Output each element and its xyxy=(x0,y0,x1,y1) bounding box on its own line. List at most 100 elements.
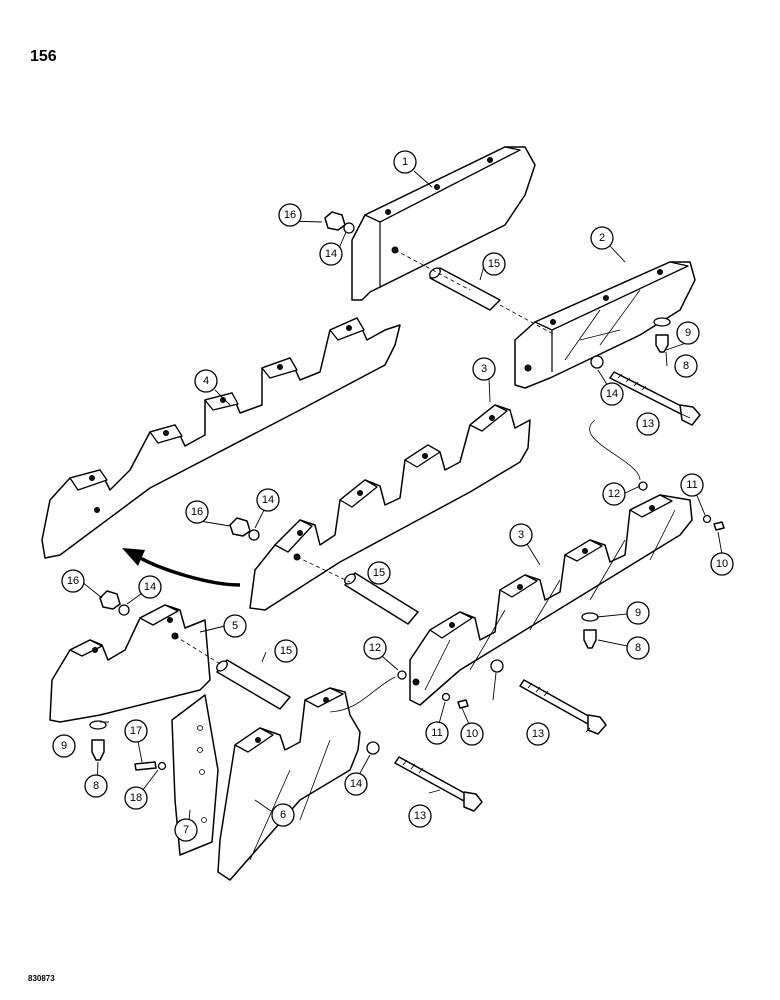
callout-2: 2 xyxy=(590,226,614,250)
svg-text:14: 14 xyxy=(606,388,618,400)
hardware-10-11-12 xyxy=(134,481,725,771)
pin-15-lower xyxy=(216,659,291,710)
bolt-13-upper xyxy=(609,371,701,426)
callout-13-upper: 13 xyxy=(636,412,660,436)
callout-9-left: 9 xyxy=(52,734,76,758)
svg-text:13: 13 xyxy=(532,728,544,740)
direction-arrow xyxy=(122,548,241,587)
callout-17: 17 xyxy=(124,719,148,743)
callout-14-left: 14 xyxy=(138,575,162,599)
svg-text:12: 12 xyxy=(369,642,381,654)
nut-16-upper xyxy=(324,211,355,234)
svg-text:11: 11 xyxy=(431,727,442,739)
callout-15-middle: 15 xyxy=(367,561,391,585)
callout-15-upper: 15 xyxy=(482,252,506,276)
callout-8-upper: 8 xyxy=(674,354,698,378)
svg-text:4: 4 xyxy=(203,375,209,387)
callout-12-lower: 12 xyxy=(363,636,387,660)
callout-14-top: 14 xyxy=(319,242,343,266)
part-4-stepped-bar xyxy=(41,317,401,559)
callout-7: 7 xyxy=(174,818,198,842)
svg-text:12: 12 xyxy=(608,488,620,500)
part-6-truss-bar xyxy=(217,687,361,881)
bolt-13-middle xyxy=(519,679,607,735)
callout-3-lower: 3 xyxy=(509,523,533,547)
callout-8-left: 8 xyxy=(84,774,108,798)
callout-12-right: 12 xyxy=(602,482,626,506)
callout-4: 4 xyxy=(194,369,218,393)
part-5-short-bar xyxy=(49,604,211,723)
figure-code: 830873 xyxy=(28,974,55,983)
callout-6: 6 xyxy=(271,803,295,827)
svg-text:2: 2 xyxy=(599,232,605,244)
callout-16-middle: 16 xyxy=(185,500,209,524)
callout-15-lower: 15 xyxy=(274,639,298,663)
part-1-bar xyxy=(351,146,536,301)
assembly-lines xyxy=(174,249,641,713)
callout-9-upper: 9 xyxy=(676,321,700,345)
callout-10-right: 10 xyxy=(710,552,734,576)
svg-text:17: 17 xyxy=(130,725,142,737)
svg-text:3: 3 xyxy=(518,529,524,541)
svg-text:1: 1 xyxy=(402,156,408,168)
svg-text:9: 9 xyxy=(61,740,67,752)
callout-1: 1 xyxy=(393,150,417,174)
svg-text:11: 11 xyxy=(686,479,697,491)
svg-text:18: 18 xyxy=(130,792,142,804)
pin-15-middle xyxy=(344,572,419,625)
callout-11-right: 11 xyxy=(680,473,704,497)
svg-text:10: 10 xyxy=(466,728,478,740)
svg-text:15: 15 xyxy=(373,567,385,579)
callout-10-lower: 10 xyxy=(460,722,484,746)
callout-14-right: 14 xyxy=(600,382,624,406)
nut-16-lower xyxy=(99,590,130,616)
bolt-13-lower xyxy=(394,756,483,812)
page-number: 156 xyxy=(30,48,57,65)
svg-text:8: 8 xyxy=(93,780,99,792)
leader-lines xyxy=(81,170,724,822)
svg-text:8: 8 xyxy=(683,360,689,372)
callout-5: 5 xyxy=(223,614,247,638)
svg-text:8: 8 xyxy=(635,642,641,654)
bolt-8-washer-9-upper xyxy=(653,317,671,353)
svg-text:16: 16 xyxy=(284,209,296,221)
svg-text:6: 6 xyxy=(280,809,286,821)
part-2-truss-bar xyxy=(514,261,696,389)
svg-text:15: 15 xyxy=(488,258,500,270)
svg-text:16: 16 xyxy=(67,575,79,587)
part-3-truss-bar-lower xyxy=(409,494,693,706)
bolt-8-washer-9-right xyxy=(581,612,599,649)
part-3-stepped-bar-middle xyxy=(249,404,531,611)
svg-text:5: 5 xyxy=(232,620,238,632)
pin-15-upper xyxy=(429,267,501,311)
svg-text:15: 15 xyxy=(280,645,292,657)
svg-text:9: 9 xyxy=(635,607,641,619)
nut-16-middle xyxy=(229,517,260,541)
svg-text:9: 9 xyxy=(685,327,691,339)
callout-16-left: 16 xyxy=(61,569,85,593)
callout-3-middle: 3 xyxy=(472,357,496,381)
svg-text:13: 13 xyxy=(642,418,654,430)
bolt-8-washer-9-left xyxy=(89,720,107,761)
washers-14 xyxy=(366,355,604,755)
svg-text:14: 14 xyxy=(262,494,274,506)
callout-11-lower: 11 xyxy=(425,721,449,745)
callout-16-top: 16 xyxy=(278,203,302,227)
callout-8-right: 8 xyxy=(626,636,650,660)
callout-14-middle: 14 xyxy=(256,488,280,512)
svg-text:10: 10 xyxy=(716,558,728,570)
callout-13-middle: 13 xyxy=(526,722,550,746)
svg-text:14: 14 xyxy=(350,778,362,790)
svg-text:16: 16 xyxy=(191,506,203,518)
svg-text:3: 3 xyxy=(481,363,487,375)
callout-18: 18 xyxy=(124,786,148,810)
part-7-plate xyxy=(171,694,219,856)
callout-9-right: 9 xyxy=(626,601,650,625)
svg-text:7: 7 xyxy=(183,824,189,836)
svg-text:14: 14 xyxy=(325,248,337,260)
callout-14-lower: 14 xyxy=(344,772,368,796)
svg-text:14: 14 xyxy=(144,581,156,593)
svg-text:13: 13 xyxy=(414,810,426,822)
callout-13-lower: 13 xyxy=(408,804,432,828)
